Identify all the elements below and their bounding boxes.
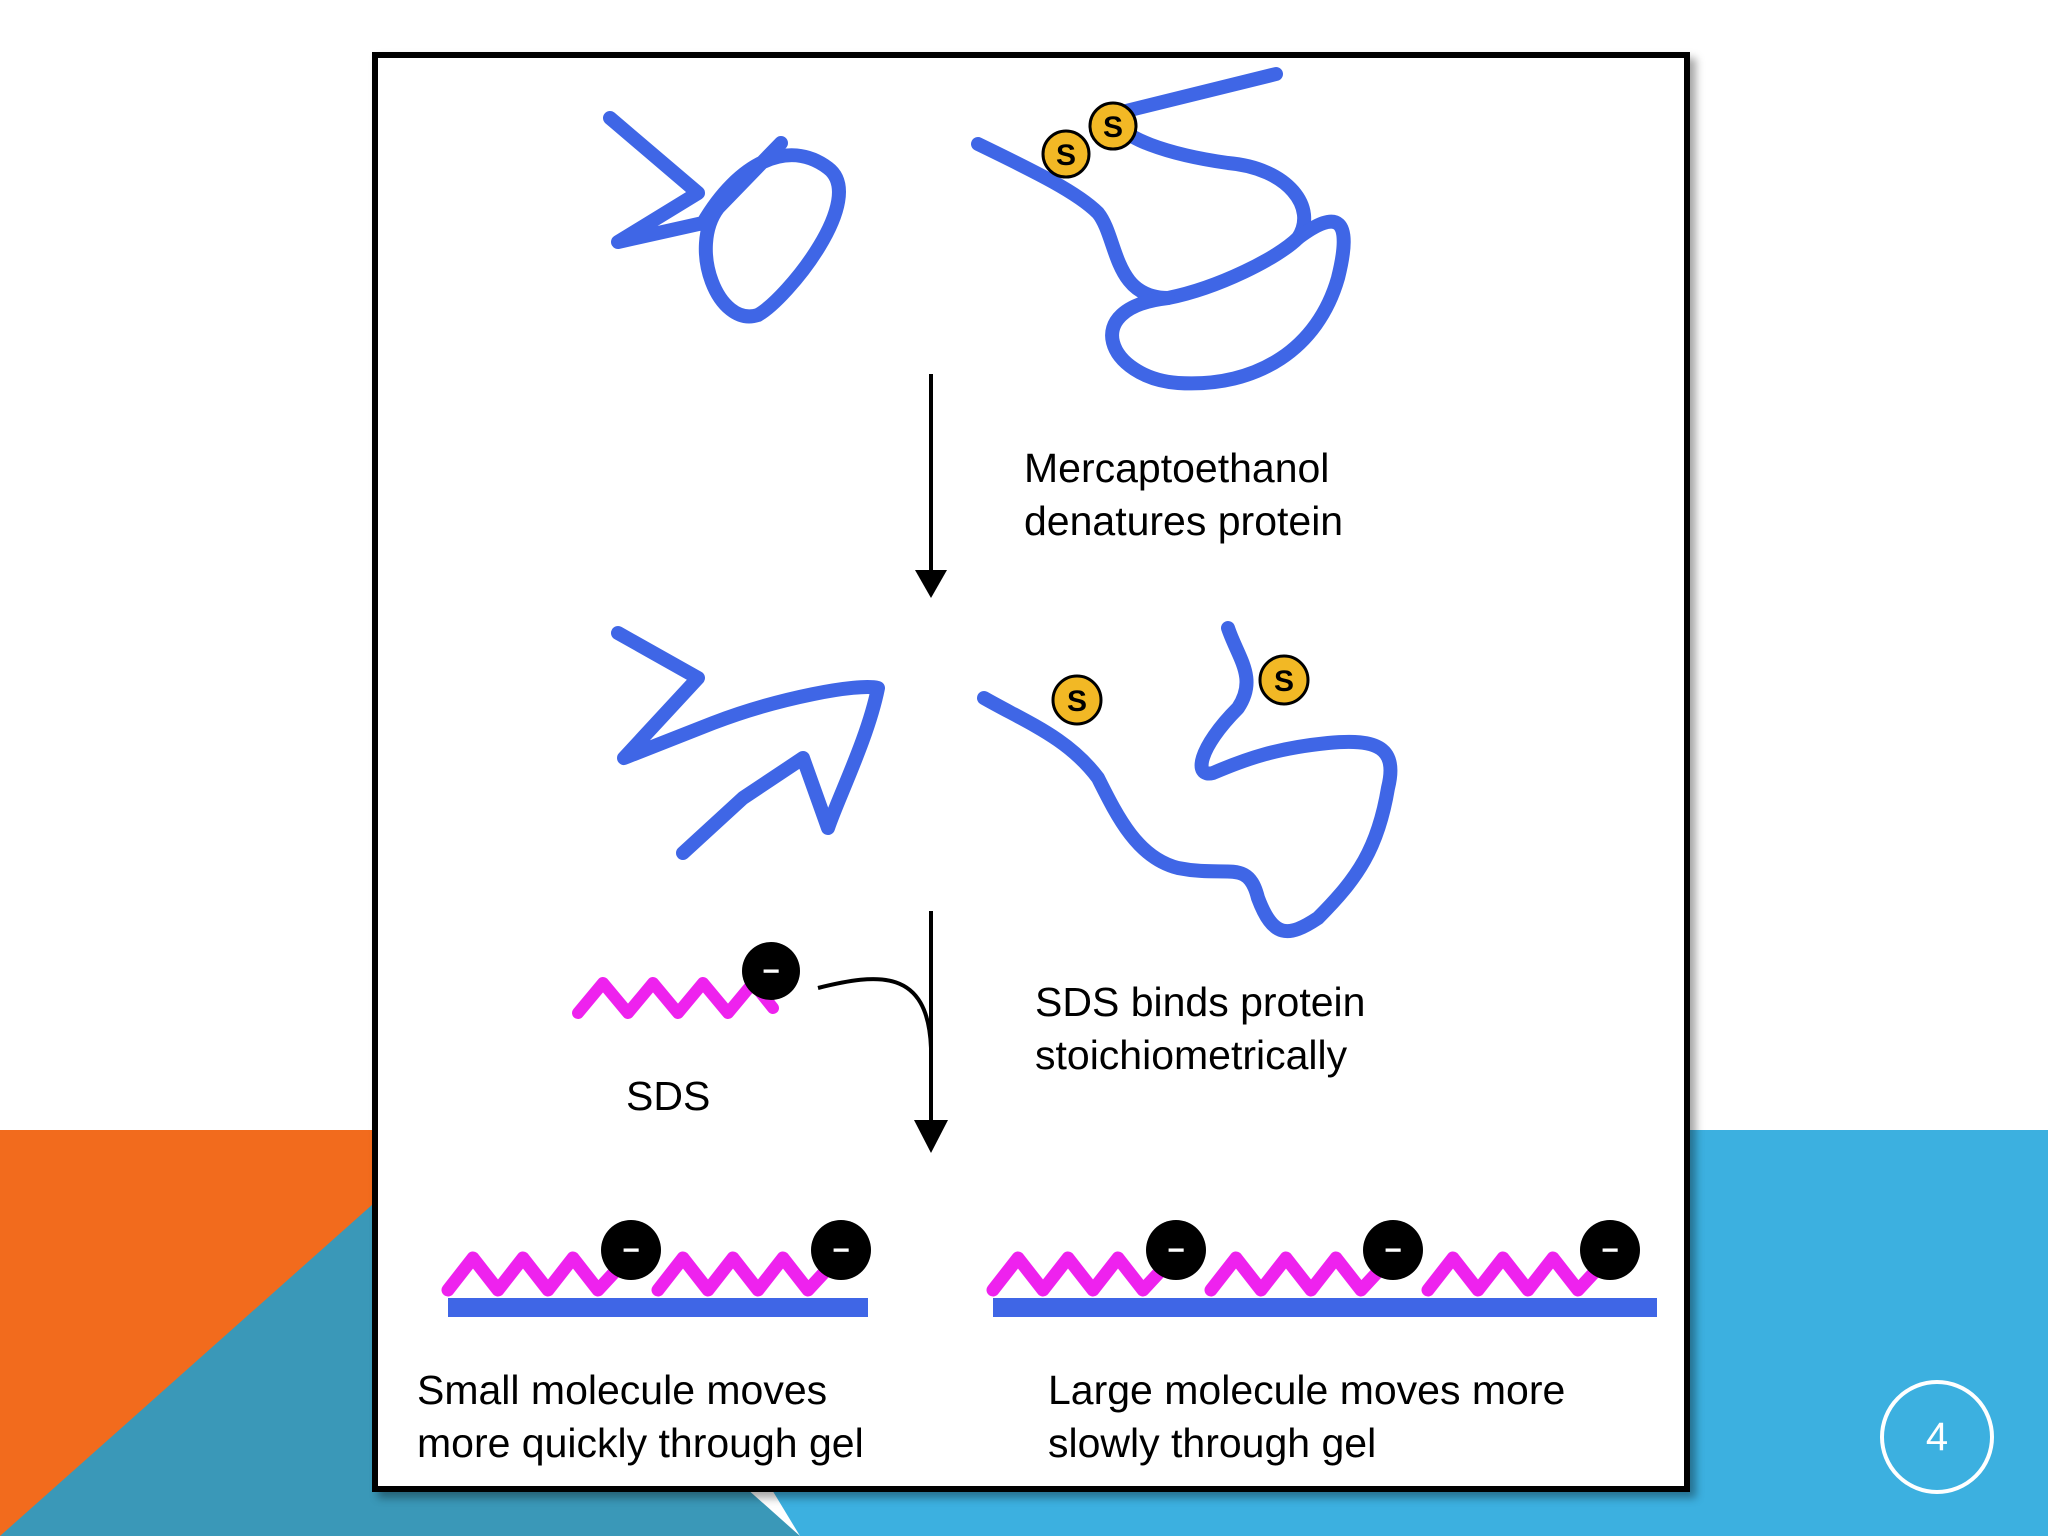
- negative-charge: [811, 1220, 871, 1280]
- sulfur-label: S: [1103, 111, 1123, 144]
- sulfur-label: S: [1067, 685, 1087, 718]
- negative-charge: [1363, 1220, 1423, 1280]
- sds-molecule: −: [572, 942, 800, 1019]
- disulfide-bond-pair: S S: [1041, 101, 1138, 179]
- label-line: stoichiometrically: [1035, 1032, 1348, 1078]
- slide-number-badge: 4: [1880, 1380, 1994, 1494]
- sulfur-atom: [1258, 654, 1310, 706]
- negative-charge: [601, 1220, 661, 1280]
- arrow-curved-down: [817, 911, 948, 1153]
- label-line: Small molecule moves: [417, 1367, 828, 1413]
- negative-charge: [1580, 1220, 1640, 1280]
- protein-backbone: [448, 1298, 868, 1317]
- sulfur-label: S: [1056, 139, 1076, 172]
- sulfur-atom: [1088, 101, 1138, 151]
- figure-drawing: S S S S −: [441, 67, 1657, 1317]
- denatured-protein-right: [977, 621, 1398, 939]
- label-line: SDS binds protein: [1035, 979, 1366, 1025]
- folded-protein-left: [603, 111, 846, 324]
- free-sulfur-atoms: S S: [1051, 654, 1310, 726]
- sulfur-label: S: [1274, 665, 1294, 698]
- arrow-down: [915, 374, 947, 598]
- charge-symbol: −: [1384, 1234, 1402, 1267]
- label-line: slowly through gel: [1048, 1420, 1377, 1466]
- large-molecule-caption: Large molecule moves more slowly through…: [1048, 1364, 1565, 1470]
- bg-blue-band: [1680, 1130, 2048, 1536]
- large-molecule-complex: − − −: [986, 1220, 1657, 1317]
- label-line: denatures protein: [1024, 498, 1344, 544]
- sulfur-atom: [1041, 129, 1091, 179]
- sds-binds-label: SDS binds protein stoichiometrically: [1035, 976, 1365, 1082]
- label-line: Large molecule moves more: [1048, 1367, 1566, 1413]
- denatured-protein-left: [611, 626, 885, 860]
- small-molecule-caption: Small molecule moves more quickly throug…: [417, 1364, 864, 1470]
- mercaptoethanol-label: Mercaptoethanol denatures protein: [1024, 442, 1343, 548]
- charge-symbol: −: [1167, 1234, 1185, 1267]
- charge-symbol: −: [762, 955, 780, 988]
- charge-symbol: −: [622, 1234, 640, 1267]
- label-line: Mercaptoethanol: [1024, 445, 1330, 491]
- negative-charge: [742, 942, 800, 1000]
- folded-protein-right: [971, 67, 1351, 391]
- negative-charge: [1146, 1220, 1206, 1280]
- protein-backbone: [993, 1298, 1657, 1317]
- figure-frame: S S S S −: [372, 52, 1690, 1492]
- slide-number: 4: [1925, 1414, 1949, 1459]
- charge-symbol: −: [832, 1234, 850, 1267]
- sulfur-atom: [1051, 674, 1103, 726]
- small-molecule-complex: − −: [441, 1220, 871, 1317]
- sds-label: SDS: [626, 1073, 711, 1119]
- charge-symbol: −: [1601, 1234, 1619, 1267]
- label-line: more quickly through gel: [417, 1420, 864, 1466]
